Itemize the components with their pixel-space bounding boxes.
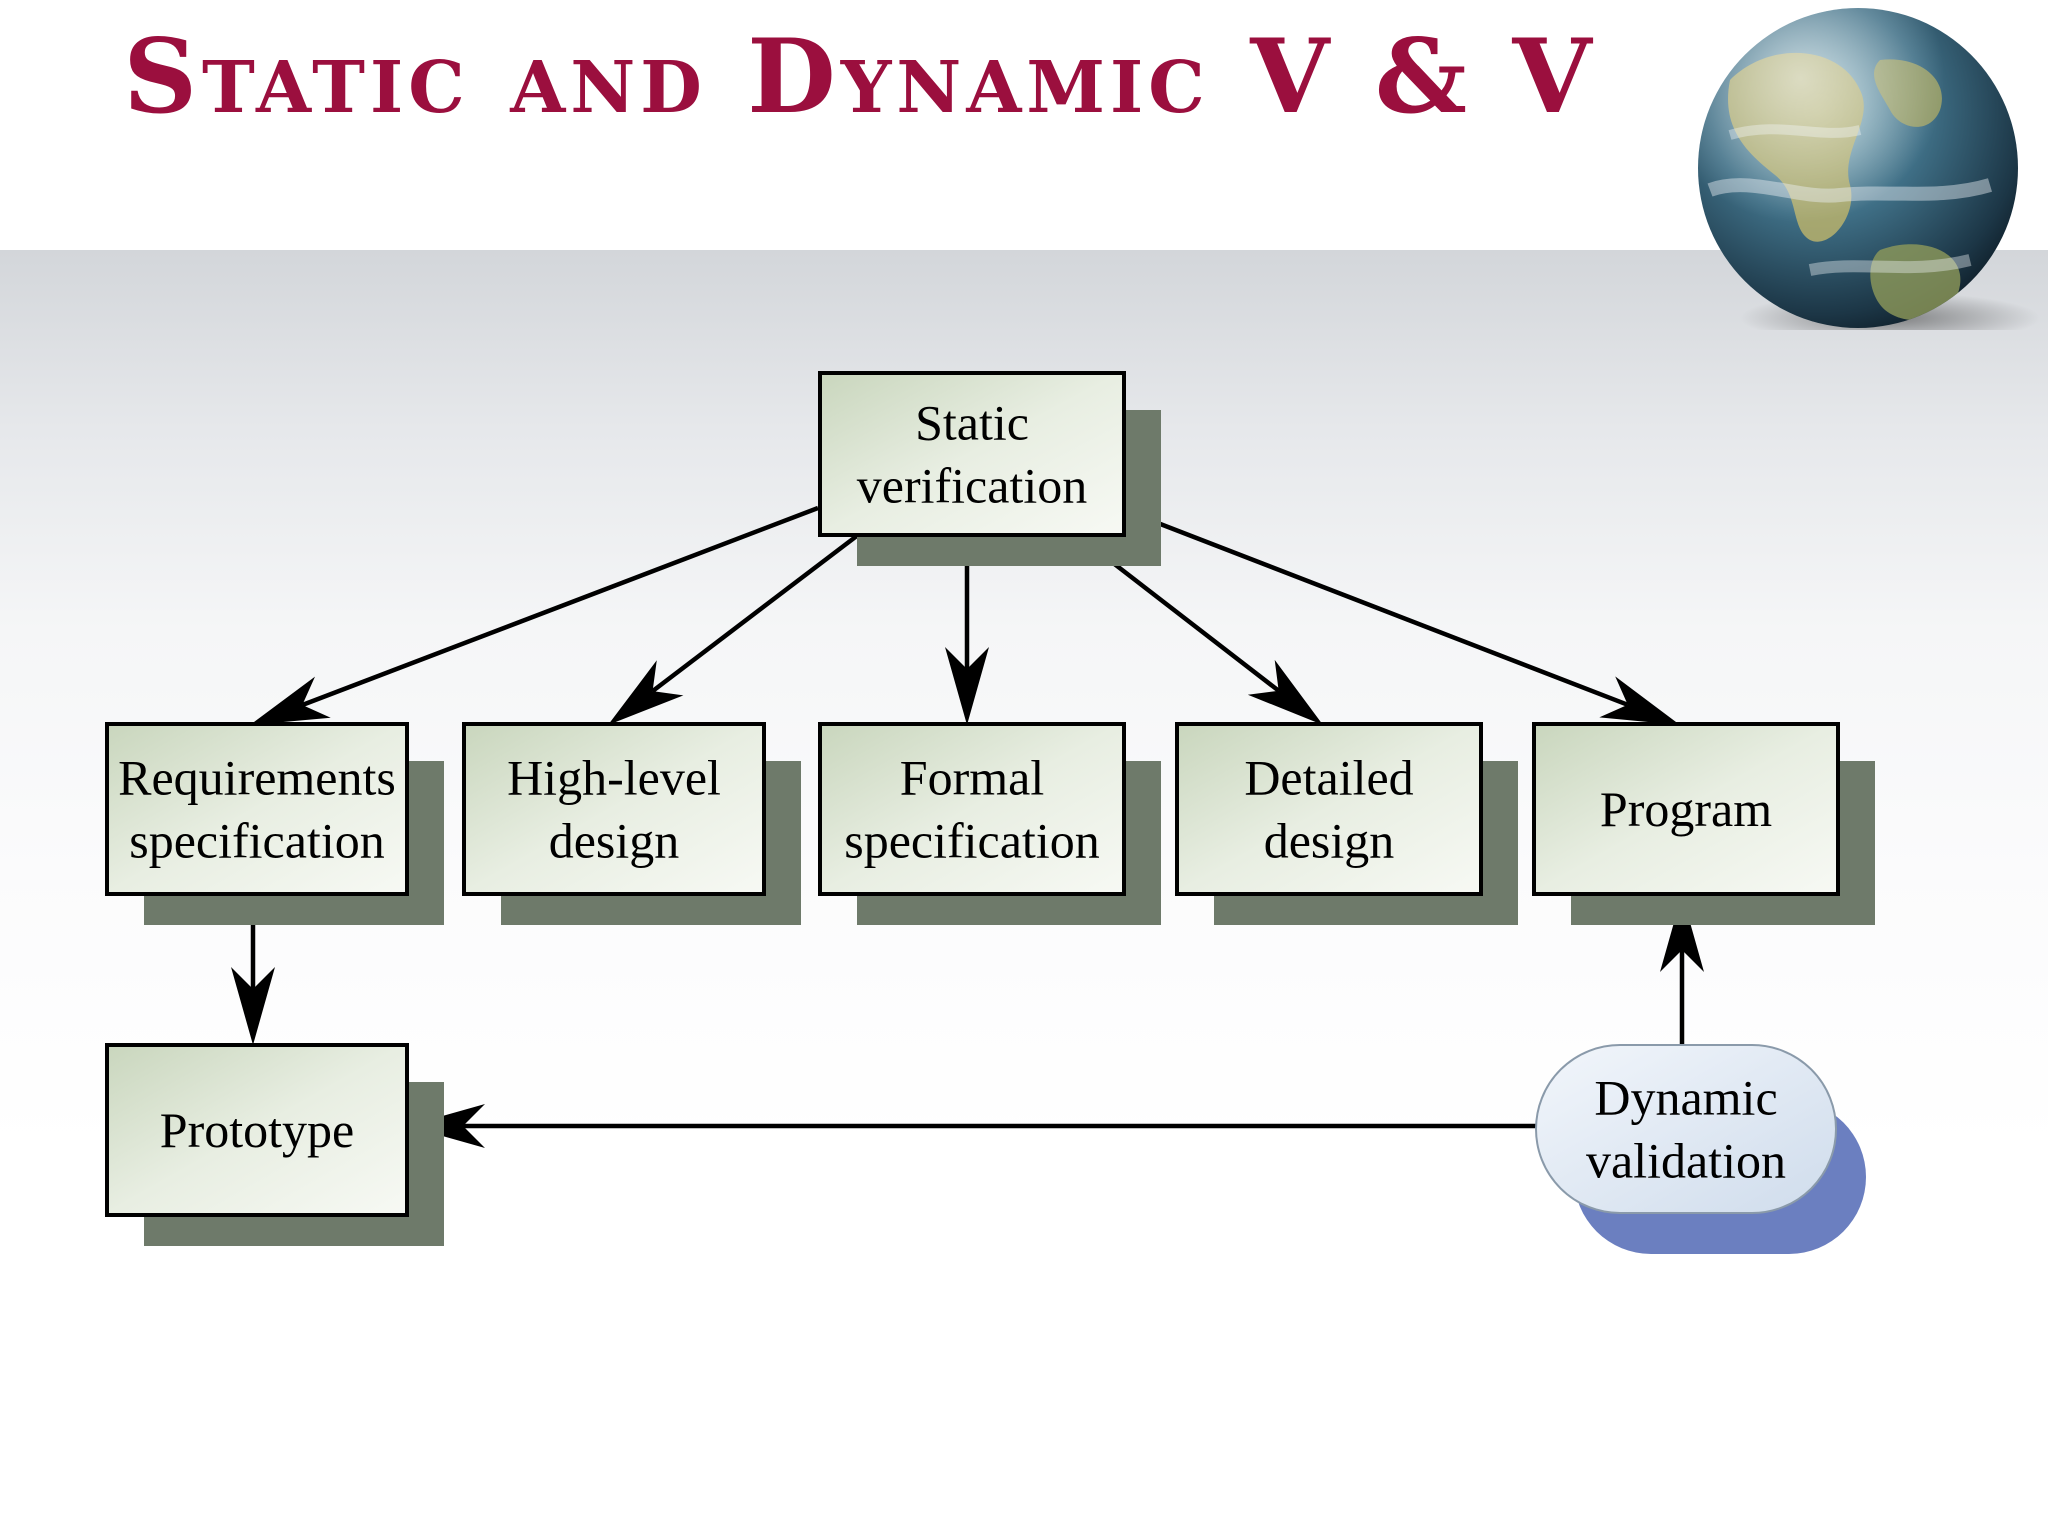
node-static: Static verification: [818, 371, 1161, 566]
node-label: High-level: [507, 750, 721, 806]
node-label: specification: [844, 813, 1099, 869]
node-program: Program: [1532, 722, 1875, 925]
node-label: Detailed: [1244, 750, 1413, 806]
node-box: [462, 722, 766, 896]
node-hld: High-level design: [462, 722, 801, 925]
arrowhead: [250, 676, 331, 725]
arrowhead: [1599, 676, 1680, 725]
arrowhead: [608, 660, 684, 725]
node-box: [105, 1043, 409, 1217]
edge-line: [301, 505, 819, 708]
slide-title: Static and Dynamic V & V: [123, 17, 1597, 137]
arrow-static-hld: [608, 530, 864, 725]
node-formal: Formal specification: [818, 722, 1161, 925]
node-box: [1532, 722, 1840, 896]
arrowhead: [1660, 894, 1704, 972]
node-label: design: [549, 813, 680, 869]
arrowhead: [945, 647, 989, 725]
arrow-static-req: [250, 505, 819, 725]
node-label: Requirements: [118, 750, 396, 806]
arrowhead: [231, 967, 275, 1045]
node-box: [818, 371, 1126, 537]
node-label: Prototype: [160, 1102, 354, 1158]
node-prototype: Prototype: [105, 1043, 444, 1246]
arrow-static-program: [1123, 507, 1680, 725]
node-label: Dynamic: [1594, 1070, 1777, 1126]
arrow-dynamic-program: [1660, 894, 1704, 1045]
node-label: design: [1264, 813, 1395, 869]
node-label: Formal: [900, 750, 1044, 806]
arrowhead: [407, 1104, 485, 1148]
node-label: validation: [1586, 1133, 1786, 1189]
node-label: verification: [857, 458, 1087, 514]
node-label: Program: [1600, 781, 1772, 837]
node-box: [1175, 722, 1483, 896]
arrowhead: [1247, 659, 1323, 725]
globe-icon: [1698, 8, 2040, 330]
edge-line: [651, 530, 864, 693]
arrow-dynamic-prototype: [407, 1104, 1536, 1148]
edge-line: [1123, 507, 1629, 707]
node-box: [818, 722, 1126, 896]
node-req: Requirements specification: [105, 722, 444, 925]
node-box: [105, 722, 409, 896]
node-label: Static: [915, 395, 1029, 451]
node-dynamic: Dynamic validation: [1535, 1044, 1866, 1254]
node-oval: [1535, 1044, 1837, 1214]
node-detailed: Detailed design: [1175, 722, 1518, 925]
node-label: specification: [129, 813, 384, 869]
